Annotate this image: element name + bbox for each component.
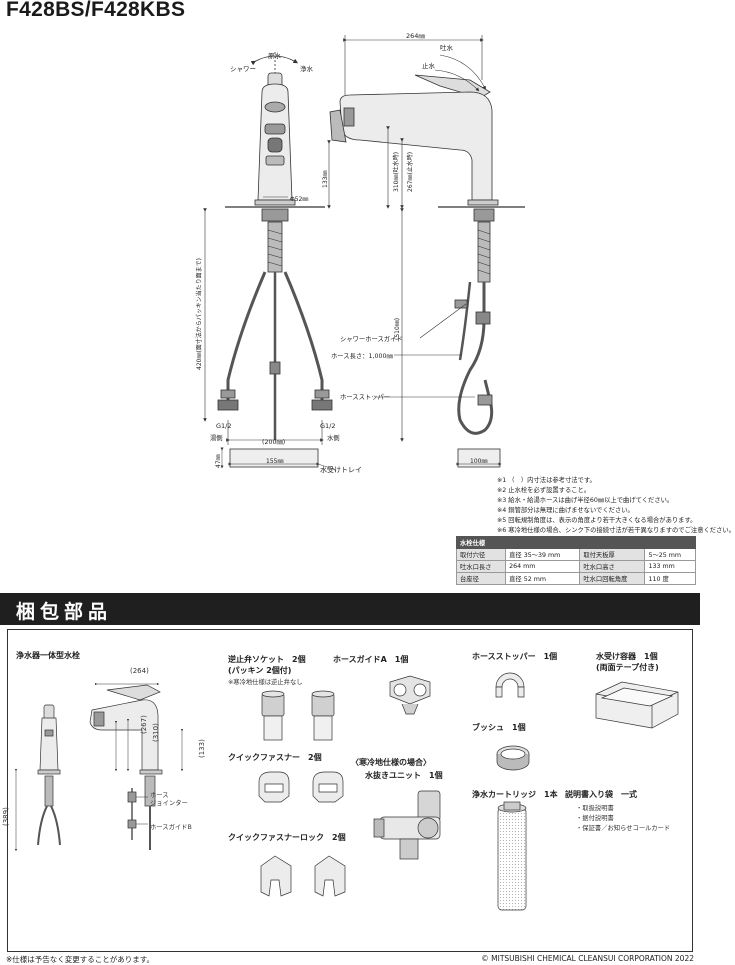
part-drain-unit-label: 水抜きユニット 1個 bbox=[365, 771, 443, 780]
g12-left-label: G1/2 bbox=[216, 422, 232, 430]
faucet-illustration bbox=[14, 682, 184, 852]
dim-47-label: 47㎜ bbox=[215, 454, 222, 468]
cartridge-illustration bbox=[497, 801, 527, 911]
note-item: ※1 （ ）内寸法は参考寸法です。 bbox=[497, 477, 596, 484]
faucet-dim-264: (264) bbox=[130, 667, 149, 675]
part-quick-fastener-label: クイックファスナー 2個 bbox=[228, 753, 322, 762]
part-check-valve-sub: (パッキン 2個付) bbox=[228, 666, 292, 675]
dim-264-label: 264㎜ bbox=[406, 32, 425, 40]
manual-item: ・取扱説明書 bbox=[576, 805, 614, 812]
faucet-dim-133: (133) bbox=[198, 739, 206, 758]
hose-guide-a-illustration bbox=[389, 675, 431, 715]
part-hose-stopper-label: ホースストッパー 1個 bbox=[472, 652, 558, 661]
hot-side-label: 湯側 bbox=[210, 433, 223, 442]
check-valve-note: ※寒冷地仕様は逆止弁なし bbox=[228, 679, 303, 686]
hose-joint-label: ホース ジョインター bbox=[150, 792, 188, 807]
faucet-dim-389: (389) bbox=[2, 807, 10, 826]
check-valve-illustration bbox=[261, 690, 335, 741]
cold-region-title: 〈寒冷地仕様の場合〉 bbox=[351, 758, 431, 767]
footer-disclaimer: ※仕様は予告なく変更することがあります。 bbox=[6, 955, 155, 964]
dim-155-label: 155㎜ bbox=[266, 458, 283, 465]
g12-right-label: G1/2 bbox=[320, 422, 336, 430]
shower-position-label: シャワー bbox=[230, 65, 256, 73]
quick-fastener-illustration bbox=[258, 771, 344, 803]
manual-item: ・保証書／お知らせコールカード bbox=[576, 825, 671, 832]
tray-label: 水受けトレイ bbox=[320, 465, 362, 474]
dim-200-label: (200㎜) bbox=[262, 439, 285, 446]
water-side-label: 水側 bbox=[327, 433, 340, 442]
spec-table-header: 水栓仕様 bbox=[456, 536, 696, 549]
note-item: ※6 寒冷地仕様の場合、シンク下の接続寸法が若干異なりますのでご注意ください。 bbox=[497, 526, 735, 534]
dim-133-label: 133㎜ bbox=[322, 171, 329, 188]
dim-267-label: 267㎜(止水時) bbox=[406, 152, 414, 192]
hose-guide-b-label: ホースガイドB bbox=[150, 824, 192, 831]
note-item: ※5 回転規制角度は、表示の角度より若干大きくなる場合があります。 bbox=[497, 516, 697, 524]
part-faucet-label: 浄水器一体型水栓 bbox=[16, 651, 80, 660]
spout-label: 吐水 bbox=[440, 43, 454, 52]
note-item: ※3 給水・給湯ホースは曲げ半径60㎜以上で曲げてください。 bbox=[497, 496, 674, 504]
faucet-spec-table: 水栓仕様 取付穴径 直径 35～39 mm 取付天板厚 5～25 mm 吐水口長… bbox=[455, 536, 696, 585]
section-title: 梱包部品 bbox=[16, 601, 113, 623]
part-quick-lock-label: クイックファスナーロック 2個 bbox=[228, 833, 346, 842]
quick-lock-illustration bbox=[260, 855, 346, 897]
part-hose-guide-a-label: ホースガイドA 1個 bbox=[333, 655, 409, 664]
hose-length-label: ホース長さ：1,000㎜ bbox=[331, 352, 393, 360]
dim-310-label: 310㎜(吐水時) bbox=[392, 152, 400, 192]
section-header-bar bbox=[0, 593, 700, 625]
table-row: 台座径 直径 52 mm 吐水口回転角度 110 度 bbox=[455, 572, 696, 585]
note-item: ※4 銅管部分は無理に曲げませないでください。 bbox=[497, 506, 634, 514]
part-check-valve-label: 逆止弁ソケット 2個 bbox=[228, 655, 306, 664]
filtered-position-label: 浄水 bbox=[300, 64, 314, 73]
shower-hose-guide-label: シャワーホースガイド bbox=[340, 334, 403, 343]
bush-illustration bbox=[496, 745, 530, 771]
part-bush-label: ブッシュ 1個 bbox=[472, 723, 526, 732]
dim-100-label: 100㎜ bbox=[470, 458, 487, 465]
note-item: ※2 止水栓を必ず設置すること。 bbox=[497, 486, 591, 494]
tray-illustration bbox=[595, 681, 679, 729]
drain-unit-illustration bbox=[373, 790, 441, 860]
manual-item: ・据付説明書 bbox=[576, 815, 614, 822]
part-manual-bag-label: 説明書入り袋 一式 bbox=[565, 790, 637, 799]
parts-frame bbox=[7, 629, 693, 952]
table-row: 吐水口長さ 264 mm 吐水口高さ 133 mm bbox=[455, 560, 696, 573]
table-row: 取付穴径 直径 35～39 mm 取付天板厚 5～25 mm bbox=[455, 548, 696, 561]
side-view-faucet bbox=[329, 74, 525, 435]
part-tray-label: 水受け容器 1個 bbox=[596, 652, 658, 661]
faucet-dim-267: (267) bbox=[140, 715, 148, 734]
model-title: F428BS/F428KBS bbox=[6, 0, 186, 21]
dim-510-label: (510㎜) bbox=[394, 318, 401, 340]
stop-label: 止水 bbox=[422, 61, 436, 70]
footer-copyright: © MITSUBISHI CHEMICAL CLEANSUI CORPORATI… bbox=[481, 954, 694, 963]
hose-stopper-label: ホースストッパー bbox=[340, 393, 390, 401]
part-tray-sub: (両面テープ付き) bbox=[596, 663, 659, 672]
raw-water-position-label: 原水 bbox=[268, 51, 282, 60]
notes-list: ※1 （ ）内寸法は参考寸法です。 ※2 止水栓を必ず設置すること。 ※3 給水… bbox=[497, 476, 735, 535]
base-diameter-label: Φ52㎜ bbox=[290, 196, 308, 203]
technical-drawing: シャワー 原水 浄水 Φ52㎜ 420㎜(面寸法からパッキン当たり面まで) G1… bbox=[195, 32, 525, 474]
part-cartridge-label: 浄水カートリッジ 1本 bbox=[472, 790, 558, 799]
dim-420-label: 420㎜(面寸法からパッキン当たり面まで) bbox=[195, 258, 203, 370]
faucet-dim-310: (310) bbox=[152, 723, 160, 742]
front-view-faucet bbox=[217, 52, 333, 440]
hose-stopper-illustration bbox=[495, 672, 525, 698]
